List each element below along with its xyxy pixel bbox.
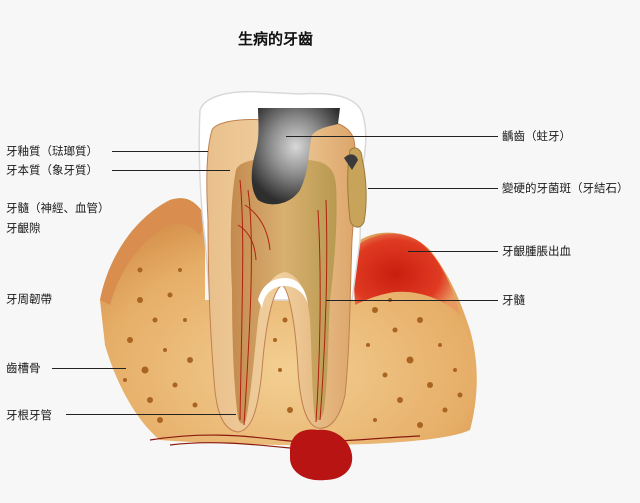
label-pulp-left: 牙髓（神經、血管）: [6, 201, 110, 215]
label-dentin: 牙本質（象牙質）: [6, 163, 98, 177]
label-periodontal-ligament: 牙周韌帶: [6, 292, 52, 306]
leader-calculus: [368, 188, 498, 189]
calculus-dark-spot: [344, 154, 358, 170]
diagram-title: 生病的牙齒: [238, 30, 314, 48]
label-alveolar-bone: 齒槽骨: [6, 361, 41, 375]
label-calculus: 變硬的牙菌斑（牙結石）: [502, 181, 629, 195]
leader-gum-bleeding: [408, 251, 498, 252]
nerve-vessels: [237, 179, 328, 426]
label-gingival-sulcus: 牙齦隙: [6, 221, 41, 235]
leader-alveolar-bone: [52, 368, 126, 369]
inflamed-gum: [352, 233, 460, 315]
label-caries: 齲齒（蛀牙）: [502, 129, 571, 143]
pulp: [230, 159, 337, 424]
leader-enamel: [112, 151, 208, 152]
leader-dentin: [112, 170, 230, 171]
caries-decay: [251, 108, 340, 205]
leader-caries: [286, 136, 498, 137]
label-gum-bleeding: 牙齦腫脹出血: [502, 244, 571, 258]
leader-root-canal: [66, 414, 236, 415]
label-enamel: 牙釉質（琺瑯質）: [6, 144, 98, 158]
root-canal-lining: [258, 278, 308, 308]
leader-pulp-right: [326, 300, 498, 301]
label-pulp-right: 牙髓: [502, 293, 525, 307]
label-root-canal: 牙根牙管: [6, 408, 52, 422]
base-vessels: [149, 434, 421, 449]
abscess: [290, 429, 353, 481]
gum-edge-left: [100, 198, 206, 305]
